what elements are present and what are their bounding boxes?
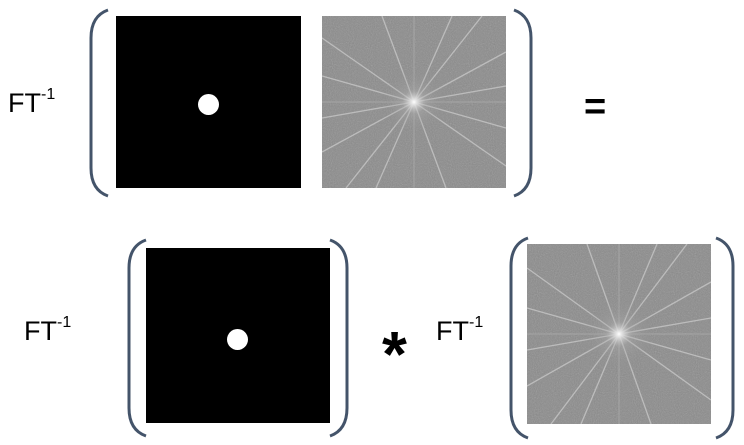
row2-right-bracket-open: [509, 236, 529, 440]
row1-ft-superscript: -1: [41, 86, 56, 103]
row1-left-parenthesis: [89, 8, 109, 198]
row1-mask-image: [116, 16, 301, 188]
equals-sign: =: [584, 86, 607, 128]
row2-left-ft-superscript: -1: [57, 314, 72, 331]
row1-right-parenthesis: [513, 8, 533, 198]
convolution-asterisk: *: [382, 318, 407, 390]
row1-inverse-ft-label: FT-1: [8, 87, 55, 118]
row2-right-ft-text: FT: [436, 316, 469, 346]
row2-left-inverse-ft-label: FT-1: [24, 315, 71, 346]
row2-right-inverse-ft-label: FT-1: [436, 315, 483, 346]
row2-right-ft-superscript: -1: [469, 314, 484, 331]
row2-left-ft-text: FT: [24, 316, 57, 346]
row1-ft-text: FT: [8, 88, 41, 118]
mask-dot: [227, 329, 248, 350]
row2-left-bracket-open: [127, 238, 147, 438]
row2-spectrum-image: [527, 244, 711, 424]
row2-mask-image: [146, 248, 330, 423]
row2-left-bracket-close: [329, 238, 349, 438]
row1-spectrum-image: [322, 16, 506, 188]
row2-right-bracket-close: [715, 236, 735, 440]
mask-dot: [198, 94, 219, 115]
